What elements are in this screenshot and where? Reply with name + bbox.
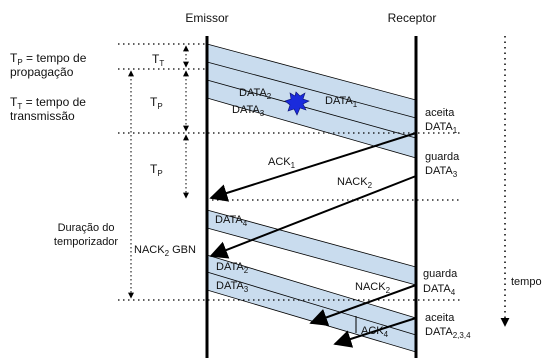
time-guides — [118, 43, 460, 301]
interval-tp1-label: TP — [150, 95, 163, 111]
receiver-header: Receptor — [388, 11, 437, 25]
ack4-label: ACK4 — [361, 325, 389, 339]
ack4-arrow — [333, 317, 417, 348]
legend-tp: TP = tempo de — [10, 51, 87, 67]
data4-label: DATA4 — [215, 214, 248, 228]
legend-tt-desc: transmissão — [10, 109, 75, 123]
time-axis-label: tempo — [511, 276, 542, 288]
ack1-label: ACK1 — [268, 156, 296, 170]
band-divider-a — [206, 61, 417, 119]
event1-packet: DATA1 — [425, 121, 458, 135]
timer-label-line1: Duração do — [58, 222, 115, 234]
event3-packet: DATA4 — [423, 283, 456, 297]
event4-packet: DATA2,3,4 — [425, 326, 471, 340]
interval-tp2-label: TP — [150, 162, 163, 178]
nack2b-arrow — [309, 284, 417, 326]
event3-action: guarda — [423, 268, 458, 280]
interval-arrows — [128, 45, 189, 299]
nack2-label: NACK2 — [337, 176, 373, 190]
band-divider-b — [206, 79, 417, 139]
data2-label: DATA2 — [239, 87, 272, 101]
band-data-1-3 — [206, 43, 417, 159]
interval-tt-label: TT — [152, 52, 164, 68]
timer-label-line2: temporizador — [54, 236, 119, 248]
data2-retx-label: DATA2 — [216, 261, 249, 275]
event1-action: aceita — [425, 107, 455, 119]
sender-header: Emissor — [185, 11, 228, 25]
data3-retx-label: DATA3 — [216, 280, 249, 294]
event2-packet: DATA3 — [425, 165, 458, 179]
legend-tp-desc: propagação — [10, 65, 74, 79]
event2-action: guarda — [425, 151, 460, 163]
data1-label: DATA1 — [325, 95, 358, 109]
nack2-repeat-label: NACK2 — [355, 281, 391, 295]
band-divider-c — [206, 271, 417, 336]
loss-burst-icon — [284, 91, 310, 116]
legend-tt: TT = tempo de — [10, 95, 86, 111]
ack1-arrow — [209, 132, 417, 202]
ack-arrows — [209, 132, 417, 348]
data3-label: DATA3 — [232, 104, 265, 118]
event4-action: aceita — [425, 312, 455, 324]
sender-nack-gbn-note: NACK2 GBN — [134, 244, 196, 258]
nack2-arrow — [209, 175, 417, 259]
